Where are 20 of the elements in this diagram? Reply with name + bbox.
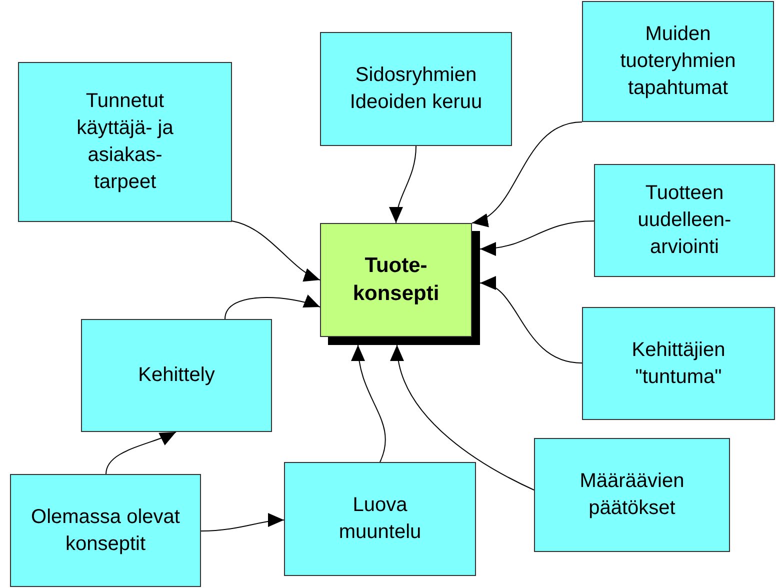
arrow bbox=[480, 278, 582, 364]
arrow bbox=[480, 220, 594, 256]
arrow bbox=[224, 295, 320, 320]
process-box: Kehittäjien "tuntuma" bbox=[582, 307, 775, 420]
arrow bbox=[352, 344, 386, 462]
process-box: Olemassa olevat konseptit bbox=[10, 474, 201, 587]
arrow bbox=[200, 514, 284, 532]
arrow bbox=[392, 344, 534, 490]
arrow bbox=[232, 220, 320, 280]
process-box: Määräävien päätökset bbox=[534, 438, 730, 552]
process-box: Muiden tuoteryhmien tapahtumat bbox=[582, 1, 774, 122]
process-box: Sidosryhmien Ideoiden keruu bbox=[320, 32, 512, 146]
arrow bbox=[472, 122, 582, 225]
process-box: Tuotteen uudelleen- arviointi bbox=[594, 164, 775, 277]
concept-box: Tuote- konsepti bbox=[320, 223, 472, 337]
arrow bbox=[390, 146, 416, 224]
process-box: Luova muuntelu bbox=[284, 462, 476, 576]
arrow bbox=[106, 432, 176, 474]
process-box: Tunnetut käyttäjä- ja asiakas- tarpeet bbox=[18, 62, 232, 222]
process-box: Kehittely bbox=[81, 319, 272, 432]
